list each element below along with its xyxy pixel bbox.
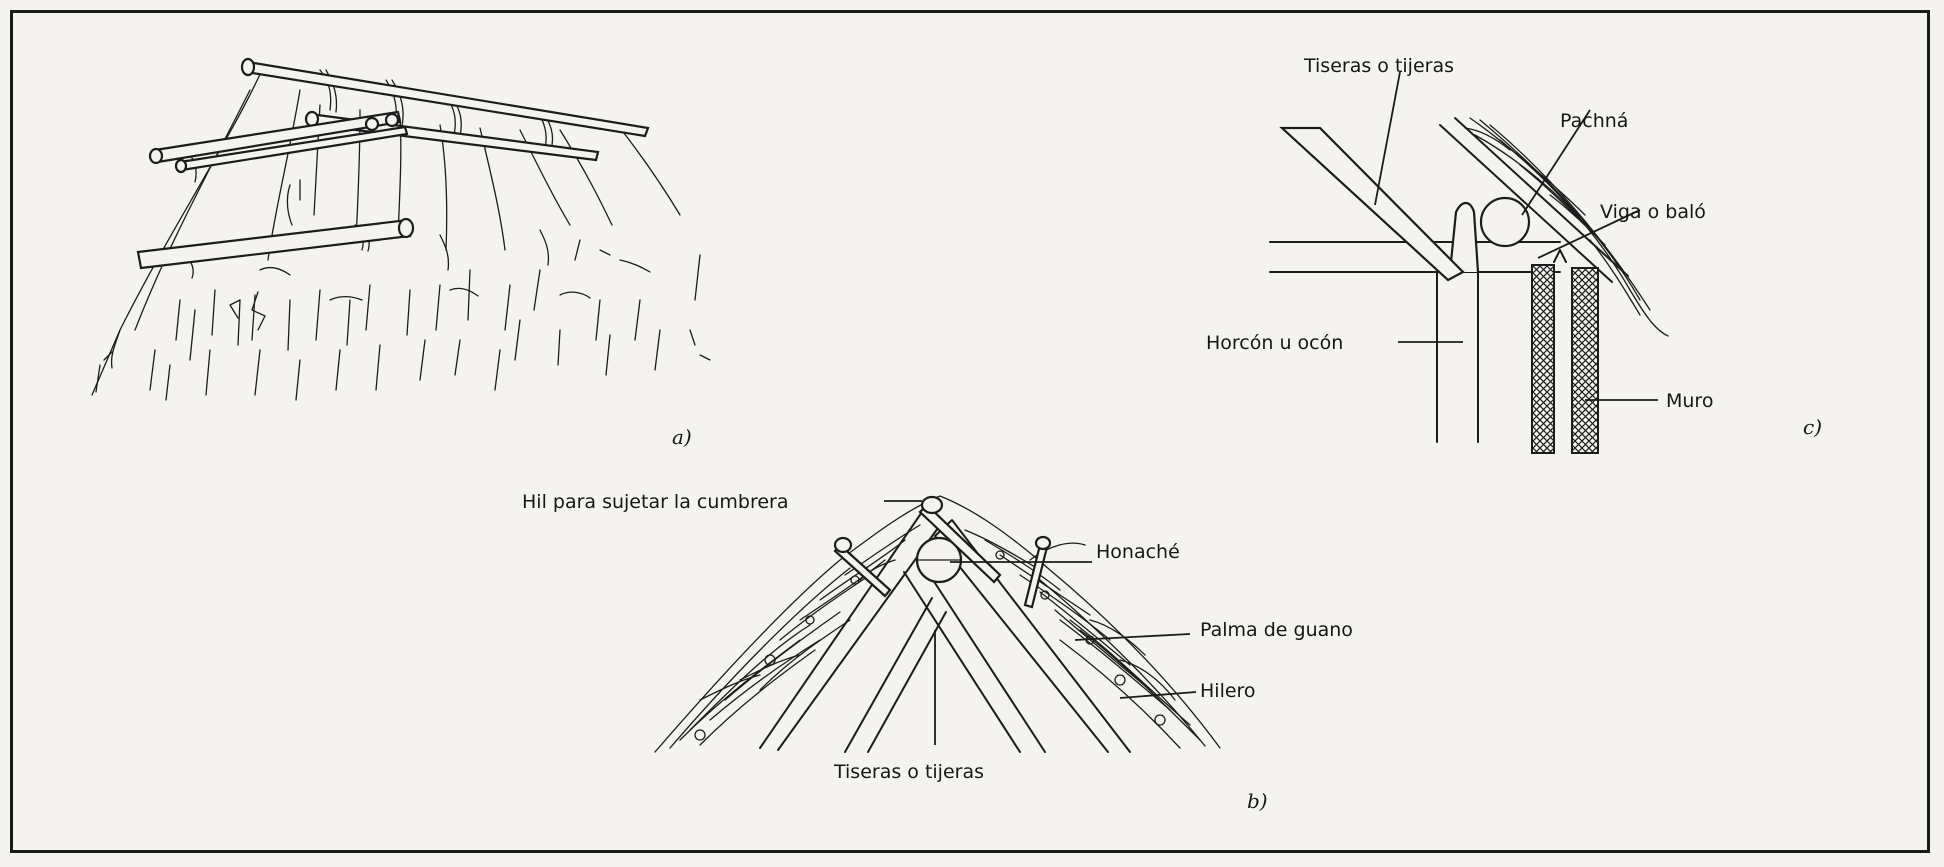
horcon-fork-tip <box>1448 201 1480 273</box>
panel-b-thatch <box>654 495 1221 753</box>
panel-c-letter: c) <box>1803 415 1822 439</box>
panel-b: Hil para sujetar la cumbrera Honaché Pal… <box>522 491 1353 813</box>
panel-a-poles <box>136 57 650 270</box>
panel-c: Tiseras o tijeras Pachná Viga o baló Hor… <box>1206 55 1822 454</box>
panel-c-viga-thatch <box>1439 117 1669 337</box>
panel-b-letter: b) <box>1247 789 1268 813</box>
muro-wall-left <box>1531 264 1555 454</box>
label-horcon: Horcón u ocón <box>1206 332 1343 354</box>
label-hil-cumbrera: Hil para sujetar la cumbrera <box>522 491 789 513</box>
panel-b-top-pins <box>833 495 1052 609</box>
muro-wall-right <box>1571 267 1599 454</box>
panel-b-leaders <box>884 500 1197 745</box>
panel-c-leaders <box>1374 71 1658 401</box>
wall-joint <box>1553 249 1567 263</box>
panel-b-pegs <box>694 550 1166 741</box>
label-honache: Honaché <box>1096 541 1180 563</box>
label-palma-de-guano: Palma de guano <box>1200 619 1353 641</box>
panel-c-rafter <box>1279 126 1465 282</box>
label-tiseras-c: Tiseras o tijeras <box>1303 55 1454 77</box>
label-hilero: Hilero <box>1200 680 1256 702</box>
panel-a: a) <box>91 57 711 449</box>
pachna-pole <box>1479 196 1531 248</box>
label-muro: Muro <box>1666 390 1713 412</box>
label-viga-balo: Viga o baló <box>1600 201 1706 223</box>
label-pachna: Pachná <box>1560 110 1628 132</box>
figure-frame <box>10 10 1930 853</box>
label-tiseras-b: Tiseras o tijeras <box>833 761 984 783</box>
panel-a-thatch <box>91 69 711 401</box>
panel-a-letter: a) <box>672 425 692 449</box>
